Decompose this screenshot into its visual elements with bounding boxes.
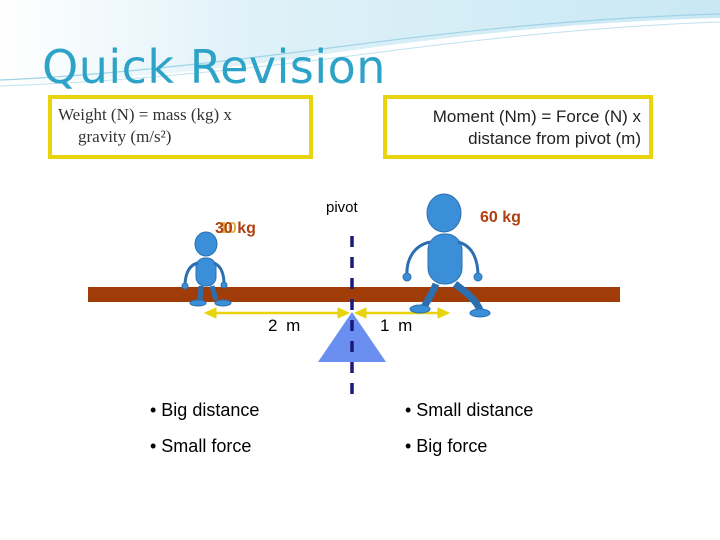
left-mass-label: 30 kg bbox=[215, 220, 256, 237]
bullet-big-distance: • Big distance bbox=[150, 400, 260, 420]
small-person-figure bbox=[181, 231, 232, 307]
pivot-label: pivot bbox=[326, 199, 359, 216]
right-distance-arrow bbox=[353, 307, 451, 319]
weight-formula-line-1: Weight (N) = mass (kg) x bbox=[58, 105, 232, 124]
right-mass-label: 60 kg bbox=[480, 209, 521, 226]
bullet-small-distance: • Small distance bbox=[405, 400, 534, 420]
pivot-triangle bbox=[318, 312, 386, 362]
moment-formula-line-2: distance from pivot (m) bbox=[468, 129, 641, 148]
moment-formula-box: Moment (Nm) = Force (N) x distance from … bbox=[383, 95, 653, 159]
slide-header-decoration bbox=[0, 0, 720, 87]
bullet-small-force: • Small force bbox=[150, 436, 252, 456]
seesaw-beam bbox=[88, 287, 620, 302]
weight-formula-line-2: gravity (m/s²) bbox=[78, 127, 172, 146]
left-distance-label: 2 m bbox=[268, 316, 302, 335]
left-distance-arrow bbox=[203, 307, 351, 319]
left-mass-overlap-text: 10 bbox=[219, 220, 237, 237]
weight-formula-box: Weight (N) = mass (kg) x gravity (m/s²) bbox=[48, 95, 313, 159]
page-title: Quick Revision bbox=[42, 40, 386, 94]
right-distance-label: 1 m bbox=[380, 316, 414, 335]
bullet-big-force: • Big force bbox=[405, 436, 488, 456]
large-person-figure bbox=[402, 193, 491, 318]
moment-formula-line-1: Moment (Nm) = Force (N) x bbox=[432, 107, 641, 126]
